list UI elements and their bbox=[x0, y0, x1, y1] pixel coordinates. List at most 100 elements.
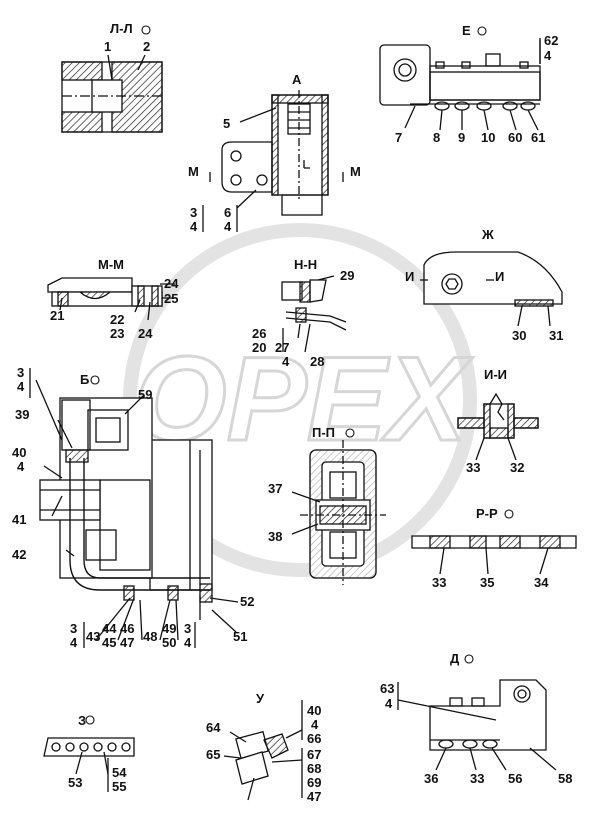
callout-5: 5 bbox=[223, 116, 231, 131]
callout-54: 54 bbox=[112, 765, 127, 780]
callout-20: 20 bbox=[252, 340, 267, 355]
section-title-m-right: М bbox=[350, 164, 361, 179]
view-d-drawing bbox=[397, 679, 557, 771]
callout-61: 61 bbox=[531, 130, 546, 145]
callout-10: 10 bbox=[481, 130, 496, 145]
section-ll-drawing bbox=[61, 54, 163, 133]
callout-26: 26 bbox=[252, 326, 267, 341]
callout-47: 47 bbox=[307, 789, 322, 804]
section-title-a: А bbox=[292, 72, 302, 87]
callout-66: 66 bbox=[307, 731, 322, 746]
callout-49: 49 bbox=[162, 621, 177, 636]
callout-56: 56 bbox=[508, 771, 523, 786]
callout-33: 33 bbox=[470, 771, 485, 786]
callout-4: 4 bbox=[70, 635, 78, 650]
callout-4: 4 bbox=[17, 459, 25, 474]
section-rr-drawing bbox=[411, 535, 577, 575]
callout-43: 43 bbox=[86, 629, 101, 644]
callout-4: 4 bbox=[282, 354, 290, 369]
callout-4: 4 bbox=[190, 219, 198, 234]
section-marker-icons bbox=[85, 25, 514, 725]
callout-8: 8 bbox=[433, 130, 441, 145]
callout-50: 50 bbox=[162, 635, 177, 650]
callout-60: 60 bbox=[508, 130, 523, 145]
view-z-drawing bbox=[43, 737, 135, 792]
section-title-rr: Р-Р bbox=[476, 506, 498, 521]
callout-21: 21 bbox=[50, 308, 65, 323]
callout-2: 2 bbox=[143, 39, 151, 54]
section-title-u: У bbox=[256, 691, 265, 706]
view-u-drawing bbox=[223, 700, 303, 801]
section-pp-drawing bbox=[291, 440, 386, 585]
callout-41: 41 bbox=[12, 512, 27, 527]
callout-4: 4 bbox=[385, 696, 393, 711]
view-b-assembly-drawing bbox=[29, 368, 239, 633]
callout-23: 23 bbox=[110, 326, 125, 341]
callout-31: 31 bbox=[549, 328, 564, 343]
section-title-ll: Л-Л bbox=[110, 21, 133, 36]
callout-67: 67 bbox=[307, 747, 322, 762]
callout-24: 24 bbox=[138, 326, 153, 341]
callout-30: 30 bbox=[512, 328, 527, 343]
callout-68: 68 bbox=[307, 761, 322, 776]
callout-25: 25 bbox=[164, 291, 179, 306]
callout-bars bbox=[397, 38, 541, 710]
callout-40: 40 bbox=[12, 445, 27, 460]
callout-9: 9 bbox=[458, 130, 466, 145]
callout-33: 33 bbox=[466, 460, 481, 475]
section-title-e: Е bbox=[462, 23, 471, 38]
callout-28: 28 bbox=[310, 354, 325, 369]
section-title-ii: И-И bbox=[484, 367, 508, 382]
callout-47: 47 bbox=[120, 635, 135, 650]
callout-3: 3 bbox=[17, 365, 25, 380]
callout-4: 4 bbox=[224, 219, 232, 234]
callout-62: 62 bbox=[544, 33, 559, 48]
callout-35: 35 bbox=[480, 575, 495, 590]
callout-58: 58 bbox=[558, 771, 573, 786]
callout-45: 45 bbox=[102, 635, 117, 650]
callout-44: 44 bbox=[102, 621, 117, 636]
callout-22: 22 bbox=[110, 312, 125, 327]
callout-33: 33 bbox=[432, 575, 447, 590]
section-title-z: З bbox=[78, 713, 87, 728]
callout-6: 6 bbox=[224, 205, 232, 220]
section-title-mm: М-М bbox=[98, 257, 124, 272]
callout-29: 29 bbox=[340, 268, 355, 283]
callout-37: 37 bbox=[268, 481, 283, 496]
section-title-zh: Ж bbox=[482, 227, 494, 242]
section-mm-drawing bbox=[47, 277, 175, 321]
callout-59: 59 bbox=[138, 387, 153, 402]
callout-39: 39 bbox=[15, 407, 30, 422]
view-e-drawing bbox=[379, 40, 541, 131]
callout-53: 53 bbox=[68, 775, 83, 790]
callout-46: 46 bbox=[120, 621, 135, 636]
callout-4: 4 bbox=[544, 48, 552, 63]
section-title-nn: Н-Н bbox=[294, 257, 318, 272]
view-zh-drawing bbox=[420, 251, 563, 327]
callout-55: 55 bbox=[112, 779, 127, 794]
callout-3: 3 bbox=[190, 205, 198, 220]
callout-34: 34 bbox=[534, 575, 549, 590]
callout-52: 52 bbox=[240, 594, 255, 609]
callout-38: 38 bbox=[268, 529, 283, 544]
callout-24: 24 bbox=[164, 276, 179, 291]
callout-4: 4 bbox=[311, 717, 319, 732]
section-title-pp: П-П bbox=[312, 425, 336, 440]
section-title-i-left: И bbox=[405, 269, 415, 284]
callout-1: 1 bbox=[104, 39, 112, 54]
callout-4: 4 bbox=[17, 379, 25, 394]
b-bottom-leaders bbox=[83, 597, 196, 648]
section-title-d: Д bbox=[450, 651, 460, 666]
callout-3: 3 bbox=[70, 621, 78, 636]
section-nn-drawing bbox=[281, 275, 347, 353]
callout-7: 7 bbox=[395, 130, 403, 145]
callout-27: 27 bbox=[275, 340, 290, 355]
section-title-m-left: М bbox=[188, 164, 199, 179]
callout-4: 4 bbox=[184, 635, 192, 650]
section-ii-drawing bbox=[457, 392, 539, 461]
section-title-i-right: И bbox=[495, 269, 505, 284]
callout-48: 48 bbox=[143, 629, 158, 644]
callout-65: 65 bbox=[206, 747, 221, 762]
